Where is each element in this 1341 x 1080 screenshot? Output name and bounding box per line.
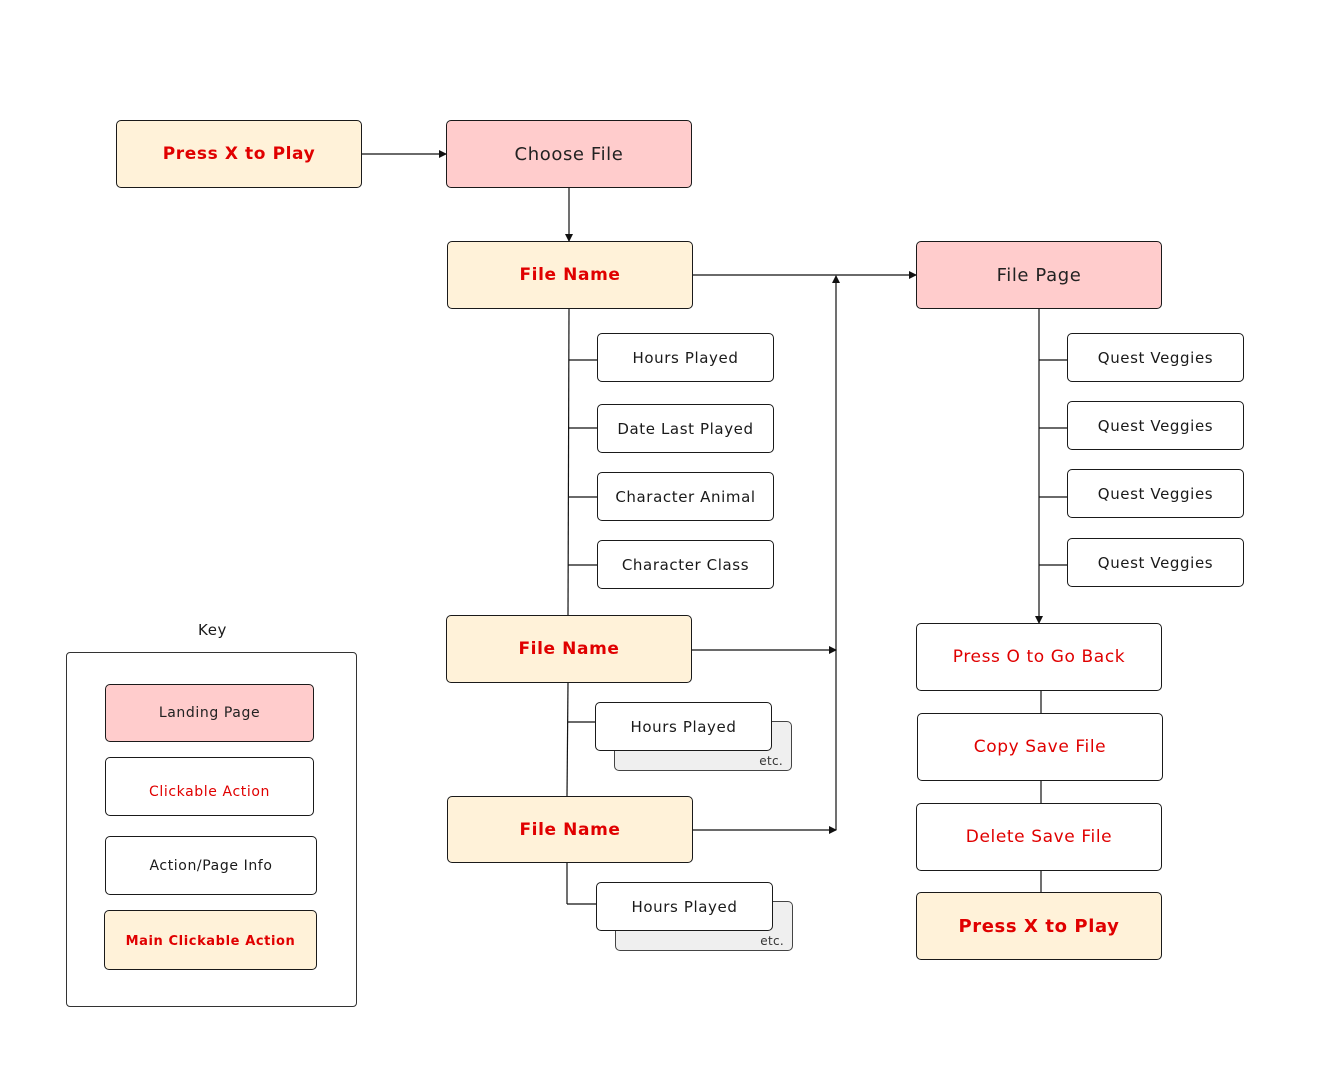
press-x-to-play-label: Press X to Play [162, 144, 316, 164]
file-name-label-1: File Name [519, 265, 621, 285]
file1-spine [567, 308, 570, 616]
quest-veggies-label-3: Quest Veggies [1097, 484, 1214, 503]
info-date-last-played: Date Last Played [597, 404, 774, 453]
file-page-node: File Page [916, 241, 1162, 309]
file-page-label: File Page [996, 264, 1082, 286]
info-hours-played-label: Hours Played [632, 348, 739, 367]
key-main-clickable-action: Main Clickable Action [104, 910, 317, 970]
quest-veggies-label-1: Quest Veggies [1097, 348, 1214, 367]
delete-save-file-node[interactable]: Delete Save File [916, 803, 1162, 871]
quest-veggies-2: Quest Veggies [1067, 401, 1244, 450]
info-character-class-label: Character Class [621, 555, 750, 574]
info-hours-played-3: Hours Played [596, 882, 773, 931]
file-name-label-3: File Name [519, 819, 621, 840]
choose-file-node: Choose File [446, 120, 692, 188]
key-landing-page-label: Landing Page [158, 705, 261, 721]
info-hours-played-2: Hours Played [595, 702, 772, 751]
key-clickable-action-label: Clickable Action [149, 783, 270, 800]
key-action-page-info: Action/Page Info [105, 836, 317, 895]
copy-save-file-label: Copy Save File [973, 737, 1107, 757]
quest-veggies-1: Quest Veggies [1067, 333, 1244, 382]
key-title: Key [198, 621, 227, 639]
quest-veggies-label-2: Quest Veggies [1097, 416, 1214, 435]
key-main-clickable-action-label: Main Clickable Action [125, 933, 296, 949]
quest-veggies-3: Quest Veggies [1067, 469, 1244, 518]
info-character-animal-label: Character Animal [615, 487, 756, 506]
press-x-to-play-start-node[interactable]: Press X to Play [116, 120, 362, 188]
info-character-class: Character Class [597, 540, 774, 589]
key-landing-page: Landing Page [105, 684, 314, 742]
file-name-label-2: File Name [518, 639, 620, 659]
file-name-node-3[interactable]: File Name [447, 796, 693, 863]
key-action-page-info-label: Action/Page Info [149, 857, 273, 874]
press-x-to-play-end-label: Press X to Play [958, 915, 1120, 937]
info-character-animal: Character Animal [597, 472, 774, 521]
info-date-last-played-label: Date Last Played [617, 419, 754, 438]
choose-file-label: Choose File [514, 143, 624, 165]
quest-veggies-label-4: Quest Veggies [1097, 553, 1214, 572]
etc-label-2: etc. [759, 754, 783, 768]
press-x-to-play-end-node[interactable]: Press X to Play [916, 892, 1162, 960]
press-o-to-go-back-node[interactable]: Press O to Go Back [916, 623, 1162, 691]
etc-label-3: etc. [760, 934, 784, 948]
info-hours-played-label-2: Hours Played [630, 717, 737, 736]
key-clickable-action: Clickable Action [105, 757, 314, 816]
file-name-node-1[interactable]: File Name [447, 241, 693, 309]
file-name-node-2[interactable]: File Name [446, 615, 692, 683]
info-hours-played-1: Hours Played [597, 333, 774, 382]
delete-save-file-label: Delete Save File [965, 827, 1113, 847]
info-hours-played-label-3: Hours Played [631, 897, 738, 916]
copy-save-file-node[interactable]: Copy Save File [917, 713, 1163, 781]
quest-veggies-4: Quest Veggies [1067, 538, 1244, 587]
file2-spine [566, 682, 569, 797]
press-o-to-go-back-label: Press O to Go Back [952, 647, 1126, 667]
